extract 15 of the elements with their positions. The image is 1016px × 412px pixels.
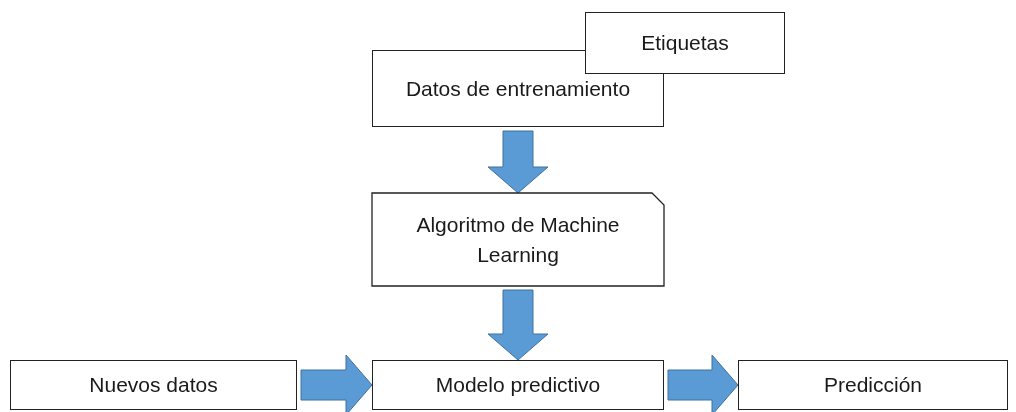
node-label: Predicción: [822, 372, 924, 399]
block-arrow: [667, 354, 739, 412]
process-box: [372, 360, 664, 410]
node-label: Etiquetas: [640, 30, 730, 57]
block-arrow: [487, 289, 549, 361]
block-arrow: [487, 130, 549, 194]
document-box: [372, 193, 664, 286]
process-box: [738, 360, 1008, 410]
node-label: Datos de entrenamiento: [404, 75, 632, 102]
block-arrow: [300, 354, 373, 412]
process-box: [10, 360, 297, 410]
process-box: [585, 12, 785, 74]
node-label: Modelo predictivo: [434, 372, 602, 399]
node-label: Nuevos datos: [88, 372, 219, 399]
node-label: Algoritmo de Machine Learning: [415, 212, 621, 268]
